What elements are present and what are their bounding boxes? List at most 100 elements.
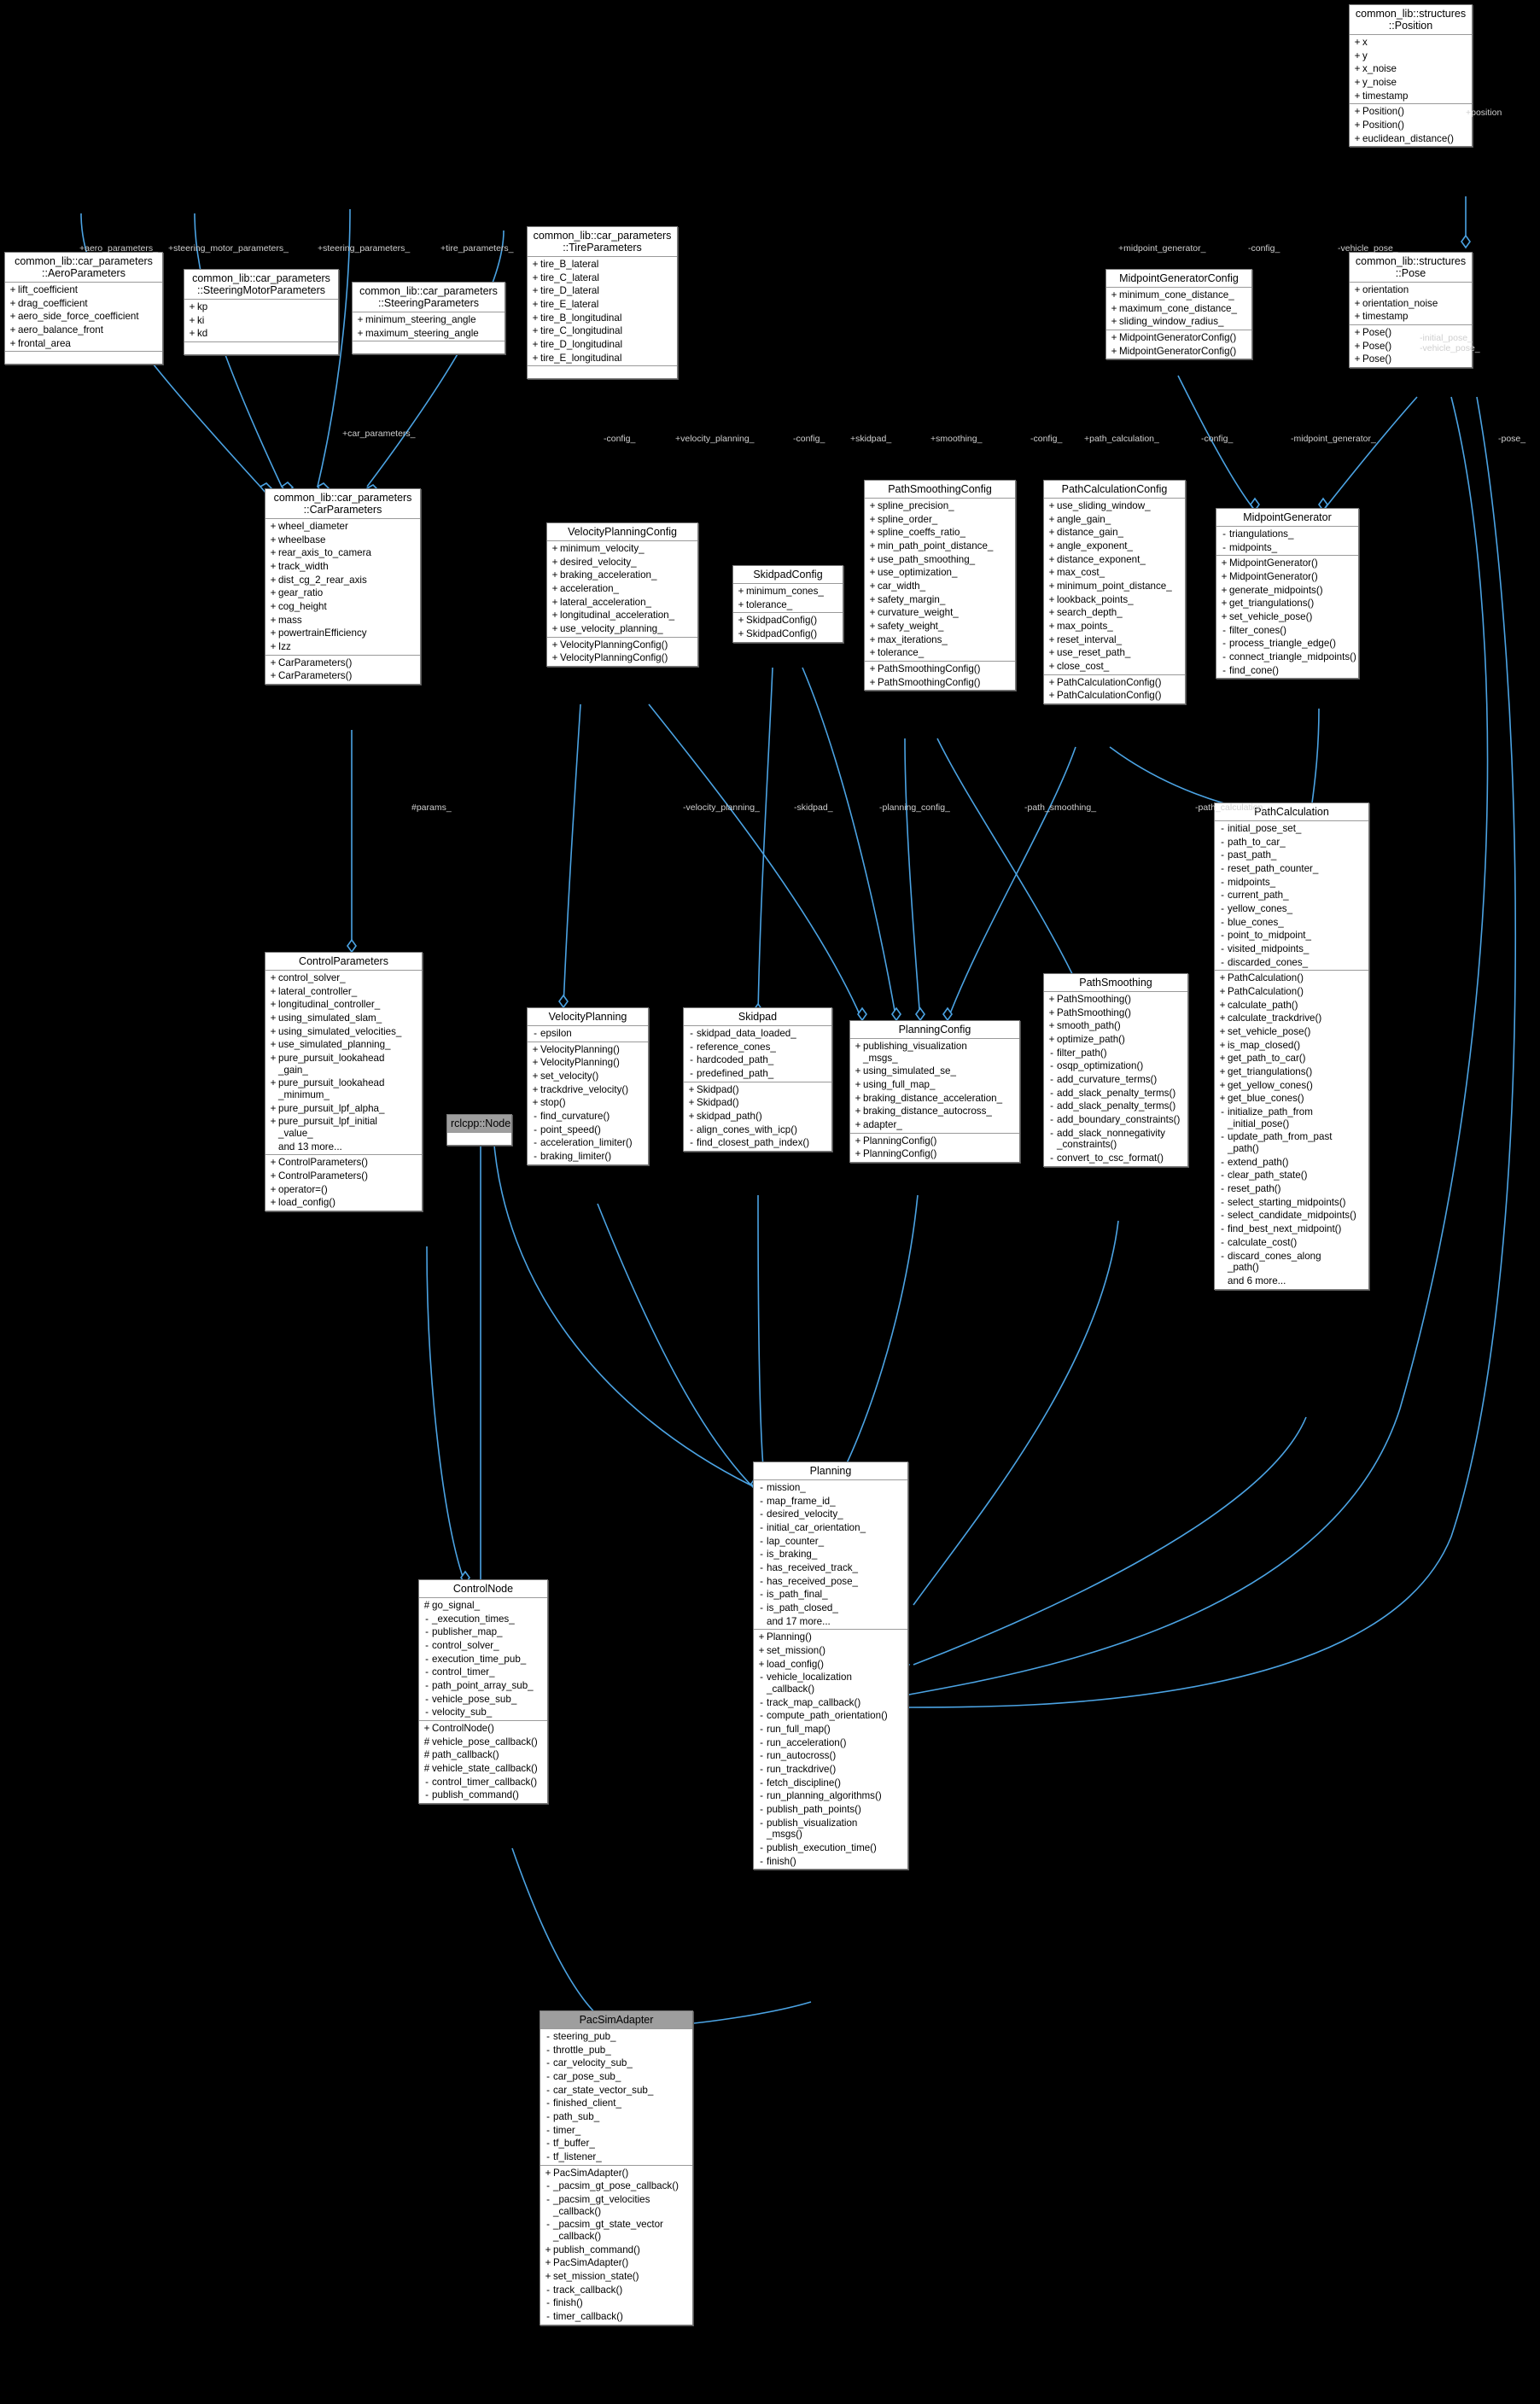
visibility-marker: + [688,1111,695,1123]
class-node-control-node[interactable]: ControlNode #go_signal_-_execution_times… [418,1579,548,1805]
class-node-path-calculation-config[interactable]: PathCalculationConfig +use_sliding_windo… [1043,480,1186,705]
class-title: PlanningConfig [850,1021,1019,1039]
class-member-row: -run_planning_algorithms() [754,1789,907,1803]
attributes-section [447,1133,511,1145]
visibility-marker: + [869,500,876,511]
class-member-row: -timer_callback() [540,2310,692,2324]
class-member-row: -publish_execution_time() [754,1841,907,1855]
visibility-marker: - [1221,1170,1224,1182]
member-name: find_curvature() [540,1111,610,1123]
class-member-row: -find_closest_path_index() [684,1136,831,1150]
class-member-row: +trackdrive_velocity() [528,1083,648,1097]
member-name: tf_listener_ [553,2151,602,2163]
visibility-marker: + [9,337,16,349]
class-node-path-smoothing[interactable]: PathSmoothing +PathSmoothing()+PathSmoot… [1043,973,1188,1167]
visibility-marker: + [1111,316,1117,328]
class-member-row: +use_reset_path_ [1044,646,1185,660]
class-node-path-smoothing-config[interactable]: PathSmoothingConfig +spline_precision_+s… [864,480,1016,691]
visibility-marker: + [545,2257,551,2269]
class-node-aero-parameters[interactable]: common_lib::car_parameters ::AeroParamet… [4,252,163,365]
class-member-row: -compute_path_orientation() [754,1709,907,1723]
visibility-marker: + [270,1012,277,1024]
member-name: set_mission_state() [553,2271,639,2283]
member-name: angle_gain_ [1057,513,1111,525]
class-node-pose[interactable]: common_lib::structures ::Pose +orientati… [1349,252,1473,369]
visibility-marker: + [738,615,744,627]
member-name: connect_triangle_midpoints() [1229,651,1356,663]
member-name: kp [197,301,208,312]
edge-label: -vehicle_pose_ [1420,343,1480,353]
class-member-row: -lap_counter_ [754,1535,907,1549]
member-name: using_simulated_se_ [863,1065,956,1077]
visibility-marker: + [688,1097,695,1109]
class-node-velocity-planning[interactable]: VelocityPlanning -epsilon +VelocityPlann… [527,1007,649,1165]
class-node-car-parameters[interactable]: common_lib::car_parameters ::CarParamete… [265,488,421,686]
class-member-row: +Skidpad() [684,1096,831,1110]
visibility-marker: + [855,1041,861,1052]
member-name: is_path_final_ [767,1589,828,1601]
class-node-position[interactable]: common_lib::structures ::Position +x+y+x… [1349,4,1473,148]
class-node-rclcpp-node[interactable]: rclcpp::Node [446,1114,512,1146]
member-name: SkidpadConfig() [746,628,818,640]
visibility-marker: + [1048,661,1055,673]
member-name: Position() [1362,106,1404,118]
member-name: cog_height [278,601,327,613]
member-name: euclidean_distance() [1362,132,1454,144]
visibility-marker: + [532,325,539,337]
member-name: get_blue_cones() [1228,1093,1304,1105]
class-member-row: -_pacsim_gt_velocities _callback() [540,2193,692,2218]
visibility-marker: + [1354,37,1361,48]
class-member-row: +y [1350,50,1472,63]
visibility-marker: - [690,1028,693,1039]
class-node-midpoint-generator[interactable]: MidpointGenerator -triangulations_-midpo… [1216,508,1359,680]
member-name: _execution_times_ [432,1613,515,1625]
member-name: braking_acceleration_ [560,569,657,581]
class-node-skidpad[interactable]: Skidpad -skidpad_data_loaded_-reference_… [683,1007,832,1152]
member-name: track_callback() [553,2284,623,2296]
visibility-marker: + [270,1039,277,1051]
class-node-tire-parameters[interactable]: common_lib::car_parameters ::TireParamet… [527,226,678,380]
visibility-marker: + [551,569,558,581]
class-member-row: +set_mission_state() [540,2270,692,2284]
visibility-marker: + [532,285,539,297]
member-name: vehicle_pose_sub_ [432,1693,517,1705]
methods-section: +PathCalculation()+PathCalculation()+cal… [1215,971,1368,1288]
member-name: past_path_ [1228,849,1277,861]
class-node-planning[interactable]: Planning -mission_-map_frame_id_-desired… [753,1462,908,1870]
visibility-marker: - [1221,1196,1224,1208]
member-name: path_to_car_ [1228,836,1286,848]
member-name: CarParameters() [278,670,353,682]
class-member-row: -process_triangle_edge() [1216,637,1358,651]
edge-label: +path_calculation_ [1084,434,1159,444]
visibility-marker: + [869,513,876,525]
class-member-row: -filter_path() [1044,1047,1187,1060]
member-name: minimum_steering_angle [365,314,476,325]
class-node-steering-motor-parameters[interactable]: common_lib::car_parameters ::SteeringMot… [184,269,339,356]
class-member-row: -_pacsim_gt_state_vector _callback() [540,2218,692,2243]
class-node-steering-parameters[interactable]: common_lib::car_parameters ::SteeringPar… [352,282,505,355]
visibility-marker: + [551,639,558,651]
class-member-row: +PathCalculation() [1215,972,1368,985]
member-name: maximum_cone_distance_ [1119,302,1237,314]
class-member-row: +powertrainEfficiency [265,627,420,640]
visibility-marker: - [760,1575,763,1587]
attributes-section: +x+y+x_noise+y_noise+timestamp [1350,35,1472,105]
visibility-marker: + [1354,63,1361,75]
class-member-row: -point_speed() [528,1123,648,1137]
class-node-pacsim-adapter[interactable]: PacSimAdapter -steering_pub_-throttle_pu… [540,2010,693,2325]
class-node-path-calculation[interactable]: PathCalculation -initial_pose_set_-path_… [1214,802,1369,1290]
class-member-row: -_execution_times_ [419,1613,547,1626]
attributes-section: -initial_pose_set_-path_to_car_-past_pat… [1215,821,1368,972]
class-member-row: +frontal_area [5,337,162,351]
class-node-control-parameters[interactable]: ControlParameters +control_solver_+later… [265,952,423,1212]
class-node-velocity-planning-config[interactable]: VelocityPlanningConfig +minimum_velocity… [546,522,698,668]
edge-label: -initial_pose_ [1420,333,1473,343]
class-node-planning-config[interactable]: PlanningConfig +publishing_visualization… [849,1020,1020,1164]
visibility-marker: + [532,271,539,283]
class-member-row: -current_path_ [1215,889,1368,902]
member-name: throttle_pub_ [553,2044,611,2056]
class-node-midpoint-generator-config[interactable]: MidpointGeneratorConfig +minimum_cone_di… [1105,269,1252,360]
class-node-skidpad-config[interactable]: SkidpadConfig +minimum_cones_+tolerance_… [732,565,843,643]
edge-label: -vehicle_pose_ [1338,243,1398,254]
member-name: update_path_from_past _path() [1228,1131,1333,1155]
